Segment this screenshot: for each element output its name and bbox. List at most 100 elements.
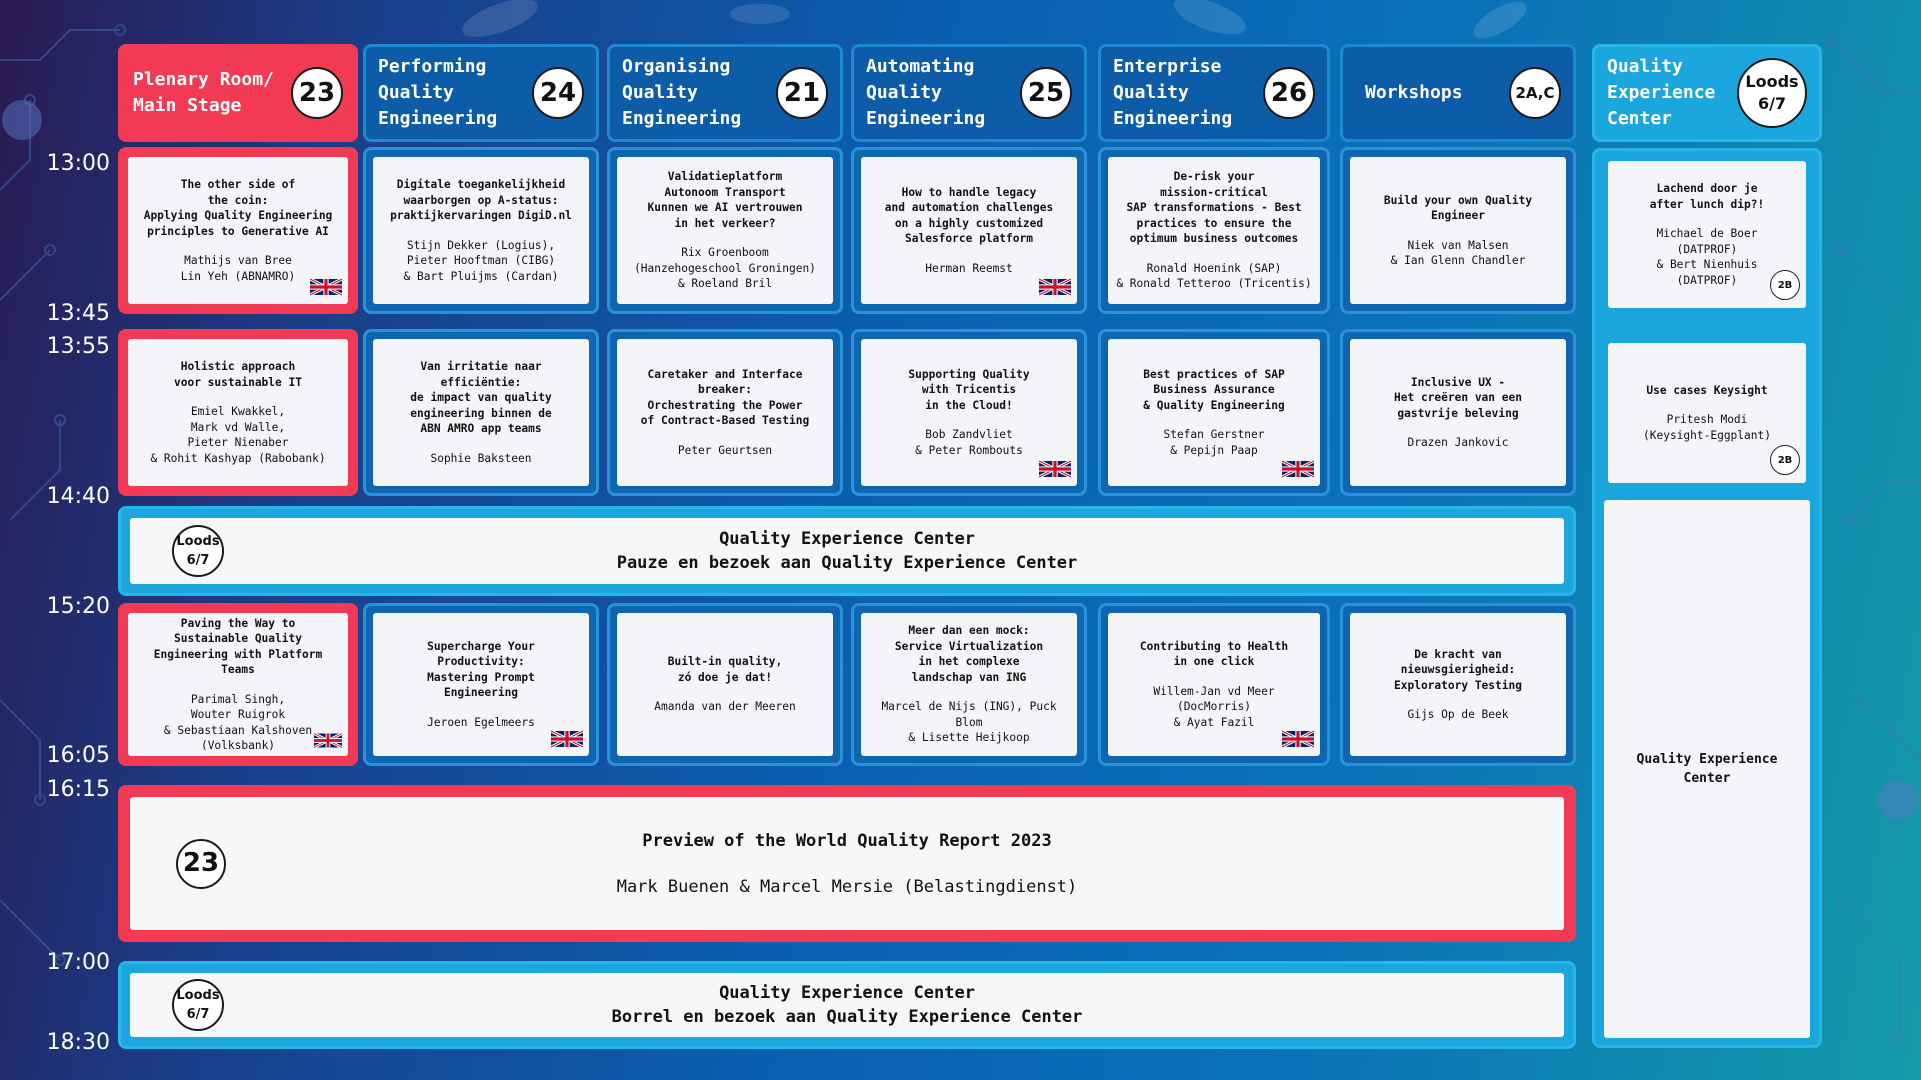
borrel-card[interactable]: Loods 6/7 Quality Experience Center Borr… xyxy=(130,973,1564,1037)
session-cell[interactable]: Validatieplatform Autonoom Transport Kun… xyxy=(607,147,843,314)
track-title: Quality Experience Center xyxy=(1607,56,1716,129)
session-cell[interactable]: Inclusive UX - Het creëren van een gastv… xyxy=(1340,329,1576,496)
session-speakers: Rix Groenboom (Hanzehogeschool Groningen… xyxy=(634,246,816,291)
time-label: 16:05 xyxy=(46,743,110,768)
session-speakers: Marcel de Nijs (ING), Puck Blom & Lisett… xyxy=(881,700,1057,745)
time-label: 17:00 xyxy=(46,950,110,975)
session-title: Holistic approach voor sustainable IT xyxy=(174,360,302,389)
session-title: The other side of the coin: Applying Qua… xyxy=(143,178,333,238)
session-title: De-risk your mission-critical SAP transf… xyxy=(1126,170,1302,246)
session-card[interactable]: Lachend door je after lunch dip?! Michae… xyxy=(1608,161,1806,308)
session-card[interactable]: Supercharge Your Productivity: Mastering… xyxy=(373,613,589,756)
room-badge: Loods 6/7 xyxy=(172,525,224,577)
session-cell[interactable]: Built-in quality, zó doe je dat! Amanda … xyxy=(607,603,843,766)
session-cell[interactable]: Meer dan een mock: Service Virtualizatio… xyxy=(851,603,1087,766)
session-card[interactable]: De kracht van nieuwsgierigheid: Explorat… xyxy=(1350,613,1566,756)
session-title: Built-in quality, zó doe je dat! xyxy=(667,655,783,684)
keynote-title: Preview of the World Quality Report 2023 xyxy=(642,830,1052,851)
keynote-speakers: Mark Buenen & Marcel Mersie (Belastingdi… xyxy=(616,876,1078,897)
track-header-qec: Quality Experience Center Loods 6/7 xyxy=(1592,44,1822,142)
session-cell[interactable]: How to handle legacy and automation chal… xyxy=(851,147,1087,314)
session-speakers: Emiel Kwakkel, Mark vd Walle, Pieter Nie… xyxy=(150,405,326,465)
session-card[interactable]: Build your own Quality Engineer Niek van… xyxy=(1350,157,1566,304)
session-card[interactable]: Inclusive UX - Het creëren van een gastv… xyxy=(1350,339,1566,486)
session-speakers: Gijs Op de Beek xyxy=(1407,708,1509,721)
track-title: Automating Quality Engineering xyxy=(866,56,986,129)
session-card[interactable]: Best practices of SAP Business Assurance… xyxy=(1108,339,1320,486)
pause-subtitle: Pauze en bezoek aan Quality Experience C… xyxy=(616,553,1078,573)
session-cell[interactable]: De kracht van nieuwsgierigheid: Explorat… xyxy=(1340,603,1576,766)
session-cell[interactable]: Caretaker and Interface breaker: Orchest… xyxy=(607,329,843,496)
session-card[interactable]: Use cases Keysight Pritesh Modi (Keysigh… xyxy=(1608,343,1806,483)
session-card[interactable]: De-risk your mission-critical SAP transf… xyxy=(1108,157,1320,304)
room-badge: Loods 6/7 xyxy=(1737,58,1807,128)
session-speakers: Parimal Singh, Wouter Ruigrok & Sebastia… xyxy=(163,692,313,753)
session-cell[interactable]: Best practices of SAP Business Assurance… xyxy=(1098,329,1330,496)
session-cell[interactable]: De-risk your mission-critical SAP transf… xyxy=(1098,147,1330,314)
session-title: Digitale toegankelijkheid waarborgen op … xyxy=(390,178,572,222)
keynote-card[interactable]: 23 Preview of the World Quality Report 2… xyxy=(130,797,1564,930)
session-cell[interactable]: Supporting Quality with Tricentis in the… xyxy=(851,329,1087,496)
pause-title: Quality Experience Center xyxy=(719,529,975,549)
session-title: Lachend door je after lunch dip?! xyxy=(1649,182,1765,211)
uk-flag-icon xyxy=(551,729,583,749)
session-speakers: Pritesh Modi (Keysight-Eggplant) xyxy=(1643,413,1771,442)
session-title: Best practices of SAP Business Assurance… xyxy=(1143,367,1285,412)
session-cell[interactable]: Build your own Quality Engineer Niek van… xyxy=(1340,147,1576,314)
session-title: Contributing to Health in one click xyxy=(1139,639,1289,669)
time-label: 15:20 xyxy=(46,594,110,619)
session-speakers: Herman Reemst xyxy=(925,261,1013,275)
session-cell[interactable]: Supercharge Your Productivity: Mastering… xyxy=(363,603,599,766)
session-speakers: Stefan Gerstner & Pepijn Paap xyxy=(1163,428,1265,457)
session-card[interactable]: Van irritatie naar efficiëntie: de impac… xyxy=(373,339,589,486)
pause-card[interactable]: Loods 6/7 Quality Experience Center Pauz… xyxy=(130,518,1564,584)
session-cell[interactable]: Paving the Way to Sustainable Quality En… xyxy=(118,603,358,766)
session-cell[interactable]: Use cases Keysight Pritesh Modi (Keysigh… xyxy=(1598,333,1816,493)
session-speakers: Stijn Dekker (Logius), Pieter Hooftman (… xyxy=(403,238,559,283)
uk-flag-icon xyxy=(1039,459,1071,479)
session-title: How to handle legacy and automation chal… xyxy=(884,185,1054,246)
session-cell[interactable]: Digitale toegankelijkheid waarborgen op … xyxy=(363,147,599,314)
session-cell[interactable]: Lachend door je after lunch dip?! Michae… xyxy=(1598,151,1816,318)
session-card[interactable]: Holistic approach voor sustainable IT Em… xyxy=(128,339,348,486)
session-cell[interactable]: Contributing to Health in one click Will… xyxy=(1098,603,1330,766)
track-title: Workshops xyxy=(1365,82,1463,103)
session-cell[interactable]: The other side of the coin: Applying Qua… xyxy=(118,147,358,314)
qec-center-label: Quality Experience Center xyxy=(1636,752,1778,786)
session-card[interactable]: The other side of the coin: Applying Qua… xyxy=(128,157,348,304)
session-speakers: Peter Geurtsen xyxy=(677,443,773,457)
session-card[interactable]: Supporting Quality with Tricentis in the… xyxy=(861,339,1077,486)
keynote-band[interactable]: 23 Preview of the World Quality Report 2… xyxy=(118,785,1576,942)
track-title: Organising Quality Engineering xyxy=(622,56,742,129)
session-card[interactable]: Caretaker and Interface breaker: Orchest… xyxy=(617,339,833,486)
room-badge: 23 xyxy=(176,838,226,889)
session-card[interactable]: Digitale toegankelijkheid waarborgen op … xyxy=(373,157,589,304)
session-card[interactable]: Meer dan een mock: Service Virtualizatio… xyxy=(861,613,1077,756)
session-card[interactable]: Contributing to Health in one click Will… xyxy=(1108,613,1320,756)
session-card[interactable]: Validatieplatform Autonoom Transport Kun… xyxy=(617,157,833,304)
track-title: Performing Quality Engineering xyxy=(378,56,498,129)
session-card[interactable]: How to handle legacy and automation chal… xyxy=(861,157,1077,304)
qec-center-card[interactable]: Quality Experience Center xyxy=(1604,500,1810,1038)
session-card[interactable]: Built-in quality, zó doe je dat! Amanda … xyxy=(617,613,833,756)
borrel-band[interactable]: Loods 6/7 Quality Experience Center Borr… xyxy=(118,961,1576,1049)
session-speakers: Jeroen Egelmeers xyxy=(427,715,535,729)
room-badge: 26 xyxy=(1263,67,1315,119)
time-label: 13:55 xyxy=(46,334,110,359)
session-title: Meer dan een mock: Service Virtualizatio… xyxy=(894,624,1044,684)
session-cell[interactable]: Holistic approach voor sustainable IT Em… xyxy=(118,329,358,496)
session-title: Van irritatie naar efficiëntie: de impac… xyxy=(410,360,552,435)
session-speakers: Amanda van der Meeren xyxy=(654,700,796,714)
uk-flag-icon xyxy=(1282,459,1314,479)
session-cell[interactable]: Van irritatie naar efficiëntie: de impac… xyxy=(363,329,599,496)
room-badge: 2B xyxy=(1770,270,1800,300)
track-header-performing: Performing Quality Engineering 24 xyxy=(363,44,599,142)
track-title: Plenary Room/ Main Stage xyxy=(133,69,274,116)
session-card[interactable]: Paving the Way to Sustainable Quality En… xyxy=(128,613,348,756)
room-badge: 2B xyxy=(1770,445,1800,475)
session-speakers: Willem-Jan vd Meer (DocMorris) & Ayat Fa… xyxy=(1153,684,1275,729)
session-speakers: Mathijs van Bree Lin Yeh (ABNAMRO) xyxy=(180,254,296,283)
track-header-workshops: Workshops 2A,C xyxy=(1340,44,1576,142)
pause-band[interactable]: Loods 6/7 Quality Experience Center Pauz… xyxy=(118,506,1576,596)
session-speakers: Niek van Malsen & Ian Glenn Chandler xyxy=(1390,238,1526,268)
